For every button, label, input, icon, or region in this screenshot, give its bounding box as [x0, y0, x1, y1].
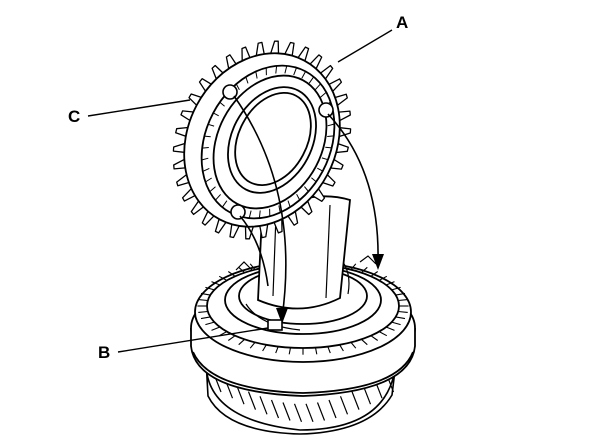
ring-tooth [325, 147, 331, 148]
lower-gear-tooth [249, 392, 256, 410]
lower-gear-tooth [283, 403, 290, 421]
callout-label-c: C [68, 108, 80, 125]
lower-gear-tooth [295, 404, 302, 422]
lower-gear-tooth [329, 400, 336, 418]
gear-tooth [173, 144, 184, 153]
lower-gear-tooth [260, 396, 267, 414]
ring-tooth [204, 136, 210, 137]
lower-gear-tooth [352, 392, 359, 410]
leader-line-c [88, 100, 190, 116]
leader-line-a [338, 30, 392, 62]
lower-gear-tooth [341, 396, 348, 414]
synchro-slot [268, 320, 282, 330]
gear-tooth [271, 41, 279, 53]
lower-gear-tooth [318, 403, 325, 421]
callout-label-a: A [396, 14, 408, 31]
callout-label-b: B [98, 344, 110, 361]
ring-tooth [202, 148, 209, 149]
ring-tooth [327, 136, 334, 137]
lower-gear-tooth [272, 400, 279, 418]
lower-gear-tooth [306, 404, 313, 422]
